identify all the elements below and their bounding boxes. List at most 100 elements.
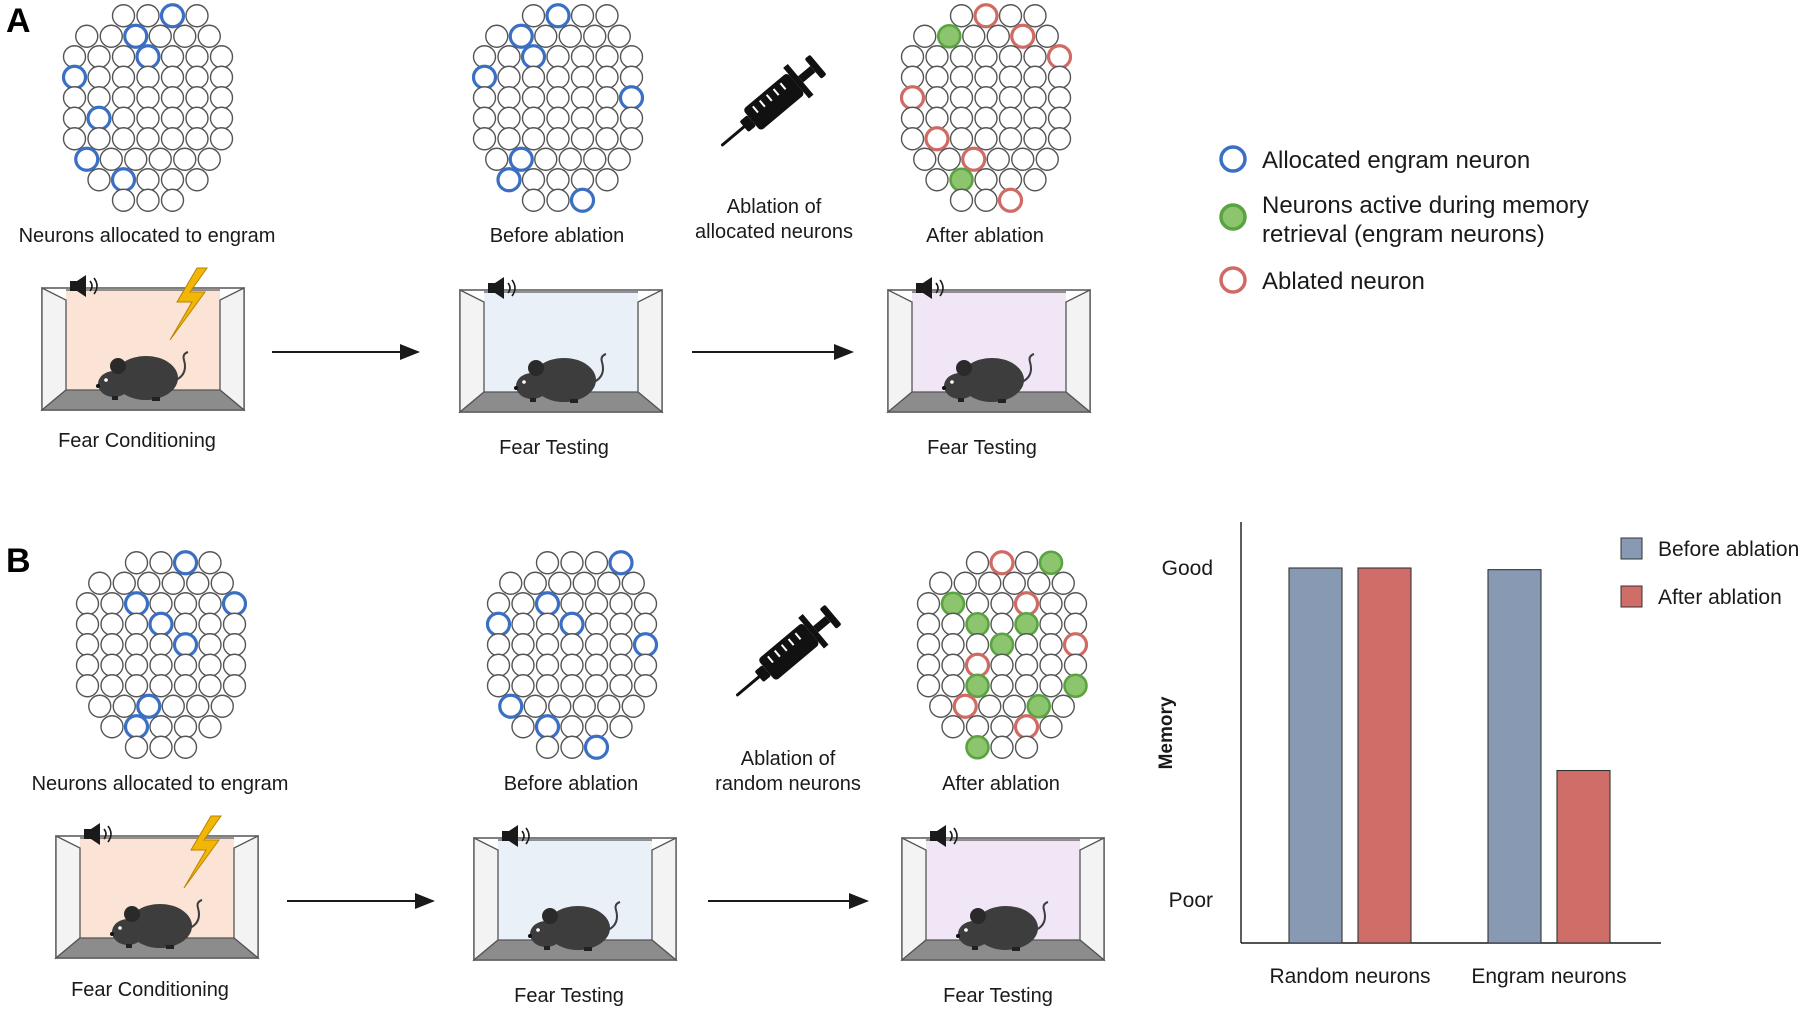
neuron <box>913 147 937 171</box>
neuron <box>570 168 595 192</box>
neuron <box>941 653 965 677</box>
syringe-marking <box>773 649 781 658</box>
neuron <box>472 106 497 130</box>
neuron <box>1023 45 1047 69</box>
neuron <box>916 674 941 698</box>
chamber-left-wall <box>473 836 499 962</box>
neuron <box>570 86 595 110</box>
neuron <box>916 612 941 636</box>
neuron <box>998 86 1023 110</box>
neuron <box>197 147 221 171</box>
neuron <box>633 612 658 636</box>
neuron <box>111 188 136 212</box>
fear-testing-label-b2: Fear Testing <box>943 985 1053 1007</box>
fear-testing-label-a2: Fear Testing <box>927 437 1037 459</box>
neuron <box>523 694 547 718</box>
neuron <box>974 106 998 130</box>
neuron <box>535 551 560 575</box>
active-neuron <box>965 611 990 637</box>
neuron <box>160 127 185 151</box>
conditioning-chamber-a <box>40 267 246 412</box>
neuron <box>111 4 136 28</box>
neuron <box>546 127 570 151</box>
allocated-neuron <box>569 187 596 213</box>
neuron <box>209 86 234 110</box>
neuron <box>949 106 974 130</box>
injection-label-b-line1: Ablation of <box>741 748 836 770</box>
allocated-neuron <box>159 3 186 29</box>
neuron <box>173 674 198 698</box>
mouse-icon <box>942 353 1035 403</box>
neuron <box>497 45 521 69</box>
after-ablation-label-b: After ablation <box>942 773 1060 795</box>
neuron <box>584 715 609 739</box>
allocated-neuron <box>618 85 645 111</box>
neuron <box>111 86 136 110</box>
neuron <box>511 653 535 677</box>
allocated-neuron <box>583 734 610 760</box>
neuron <box>583 147 607 171</box>
allocated-neuron <box>123 23 149 49</box>
neuron <box>1014 653 1039 677</box>
neuron <box>560 653 584 677</box>
neuron <box>521 168 546 192</box>
y-tick-label: Good <box>1162 557 1213 580</box>
neuron <box>136 127 160 151</box>
neuron <box>949 188 974 212</box>
active-neuron <box>965 673 990 699</box>
neuron <box>962 24 986 48</box>
neuron <box>949 86 974 110</box>
bar-before-engram <box>1487 569 1542 944</box>
lightning-icon <box>169 267 208 341</box>
allocated-neuron <box>632 632 659 658</box>
neuron <box>75 674 100 698</box>
allocated-neuron <box>136 693 162 719</box>
neuron <box>111 127 136 151</box>
neuron-cluster-allocated-b <box>75 550 248 759</box>
neuron <box>998 168 1023 192</box>
syringe-plunger-head <box>820 605 841 629</box>
ablated-neuron <box>1013 591 1040 617</box>
neuron <box>925 86 949 110</box>
neuron <box>965 715 990 739</box>
neuron <box>62 127 87 151</box>
neuron-cluster-after-ablation-a <box>899 3 1073 213</box>
allocation-label-b: Neurons allocated to engram <box>32 773 289 795</box>
neuron <box>1039 674 1063 698</box>
ablated-neuron <box>964 652 991 678</box>
neuron <box>974 127 998 151</box>
neuron <box>1014 735 1039 759</box>
neuron <box>486 674 511 698</box>
neuron <box>112 694 136 718</box>
neuron <box>75 592 100 616</box>
allocated-neuron <box>110 167 137 193</box>
neuron <box>198 612 222 636</box>
neuron <box>198 551 222 575</box>
allocated-neuron <box>485 611 512 637</box>
testing-chamber-before-b <box>472 825 678 962</box>
before-ablation-label-b: Before ablation <box>504 773 639 795</box>
active-neuron <box>940 591 966 617</box>
neuron <box>1063 592 1088 616</box>
allocated-neuron <box>498 693 524 719</box>
neuron <box>124 653 149 677</box>
allocated-neuron <box>608 550 634 576</box>
neuron <box>609 674 633 698</box>
neuron <box>511 612 535 636</box>
neuron <box>222 633 247 657</box>
neuron <box>595 65 619 89</box>
neuron <box>609 715 633 739</box>
chamber-floor <box>458 391 664 413</box>
allocated-neuron <box>172 550 199 576</box>
neuron <box>595 106 619 130</box>
injection-label-b-line2: random neurons <box>715 773 861 795</box>
active-neuron <box>1038 550 1064 576</box>
neuron <box>149 735 173 759</box>
neuron <box>558 147 582 171</box>
neuron <box>974 86 998 110</box>
neuron-cluster-allocated-a <box>61 3 234 212</box>
neuron <box>136 86 160 110</box>
neuron <box>497 86 521 110</box>
neuron <box>499 571 523 595</box>
